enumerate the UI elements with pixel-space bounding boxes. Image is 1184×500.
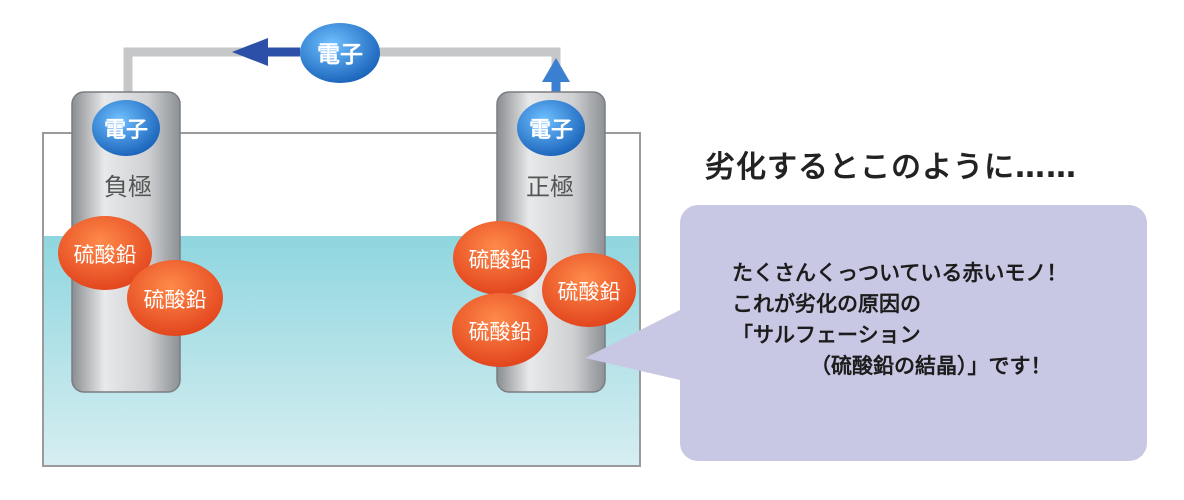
crystal-label: 硫酸鉛 xyxy=(558,280,621,304)
positive-label: 正極 xyxy=(526,173,574,201)
crystal-1: 硫酸鉛 xyxy=(58,216,152,290)
bubble-pointer xyxy=(585,310,680,380)
battery-diagram: 電子 電子 負極 電子 正極 硫酸鉛 硫酸鉛 硫酸鉛 硫酸鉛 硫酸鉛 xyxy=(42,23,680,467)
crystal-2: 硫酸鉛 xyxy=(127,260,223,336)
speech-bubble xyxy=(680,205,1147,461)
heading: 劣化するとこのように…… xyxy=(705,150,1077,185)
bubble-line-4: （硫酸鉛の結晶）」です！ xyxy=(810,354,1052,378)
crystal-label: 硫酸鉛 xyxy=(74,243,137,267)
bubble-line-3: 「サルフェーション xyxy=(732,323,921,347)
crystal-5: 硫酸鉛 xyxy=(452,293,548,367)
crystal-label: 硫酸鉛 xyxy=(144,288,207,312)
crystal-4: 硫酸鉛 xyxy=(542,253,636,327)
crystal-label: 硫酸鉛 xyxy=(469,320,532,344)
electron-label: 電子 xyxy=(317,42,363,68)
bubble-line-1: たくさんくっついている赤いモノ！ xyxy=(732,261,1068,285)
negative-electron-label: 電子 xyxy=(104,118,148,143)
up-arrow-icon xyxy=(542,58,570,82)
crystal-3: 硫酸鉛 xyxy=(453,221,547,295)
negative-label: 負極 xyxy=(104,173,152,201)
bubble-text: たくさんくっついている赤いモノ！ これが劣化の原因の 「サルフェーション （硫酸… xyxy=(732,258,1067,382)
bubble-line-2: これが劣化の原因の xyxy=(732,292,921,316)
crystal-label: 硫酸鉛 xyxy=(469,248,532,272)
positive-electron-node xyxy=(517,100,585,156)
positive-electron-label: 電子 xyxy=(529,118,573,143)
negative-electron-node xyxy=(92,100,160,156)
top-electron-node: 電子 xyxy=(300,23,380,83)
